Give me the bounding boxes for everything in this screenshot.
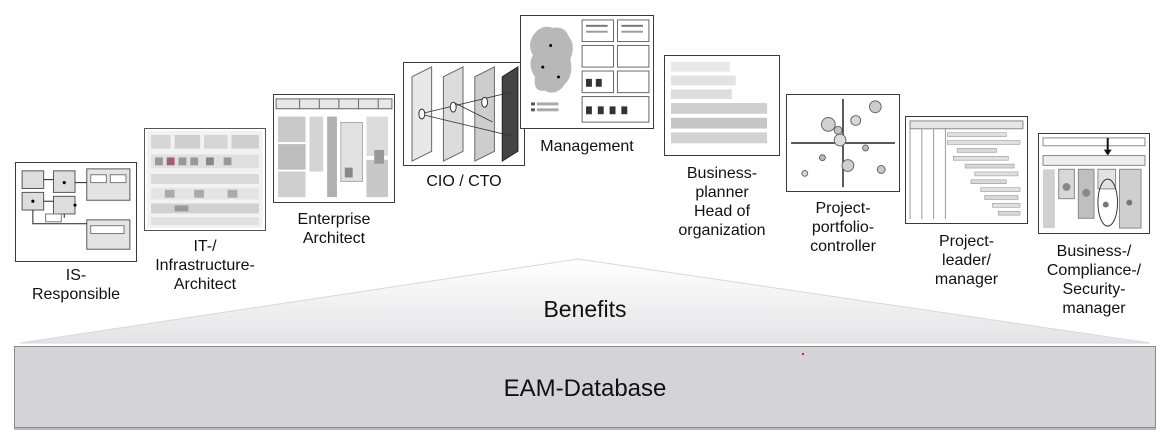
thumbnail-business-planner — [664, 55, 780, 156]
gantt-chart-icon — [909, 120, 1024, 220]
thumbnail-enterprise-architect — [273, 94, 395, 203]
thumbnail-project-leader — [905, 116, 1028, 224]
role-label-project-leader: Project-leader/manager — [934, 233, 999, 288]
bubble-matrix-icon — [791, 98, 895, 188]
eam-database-label: EAM-Database — [503, 375, 667, 402]
benefits-triangle — [19, 258, 1151, 344]
role-label-cio-cto: CIO / CTO — [426, 173, 502, 190]
role-label-portfolio-controller: Project-portfolio-controller — [810, 200, 876, 255]
process-diagram-icon — [21, 168, 131, 250]
role-label-management: Management — [540, 138, 634, 155]
stray-dot — [802, 353, 804, 355]
thumbnail-management — [520, 15, 654, 129]
architecture-blocks-icon — [275, 98, 393, 198]
infrastructure-map-icon — [147, 130, 263, 229]
benefits-label: Benefits — [543, 296, 627, 322]
bar-stack-icon — [671, 61, 768, 144]
thumbnail-is-responsible — [15, 162, 137, 262]
role-label-is-responsible: IS-Responsible — [31, 267, 121, 303]
eam-database-bar: EAM-Database — [14, 346, 1156, 428]
thumbnail-infrastructure-architect — [144, 128, 266, 231]
layered-planes-icon — [411, 66, 519, 162]
role-label-infrastructure-architect: IT-/Infrastructure-Architect — [155, 238, 255, 293]
role-label-compliance-manager: Business-/Compliance-/Security-manager — [1046, 243, 1142, 317]
thumbnail-compliance-manager — [1038, 133, 1150, 234]
dashboard-map-icon — [530, 19, 650, 123]
thumbnail-cio-cto — [403, 62, 525, 166]
capability-matrix-icon — [1042, 137, 1146, 229]
thumbnail-portfolio-controller — [786, 94, 900, 192]
